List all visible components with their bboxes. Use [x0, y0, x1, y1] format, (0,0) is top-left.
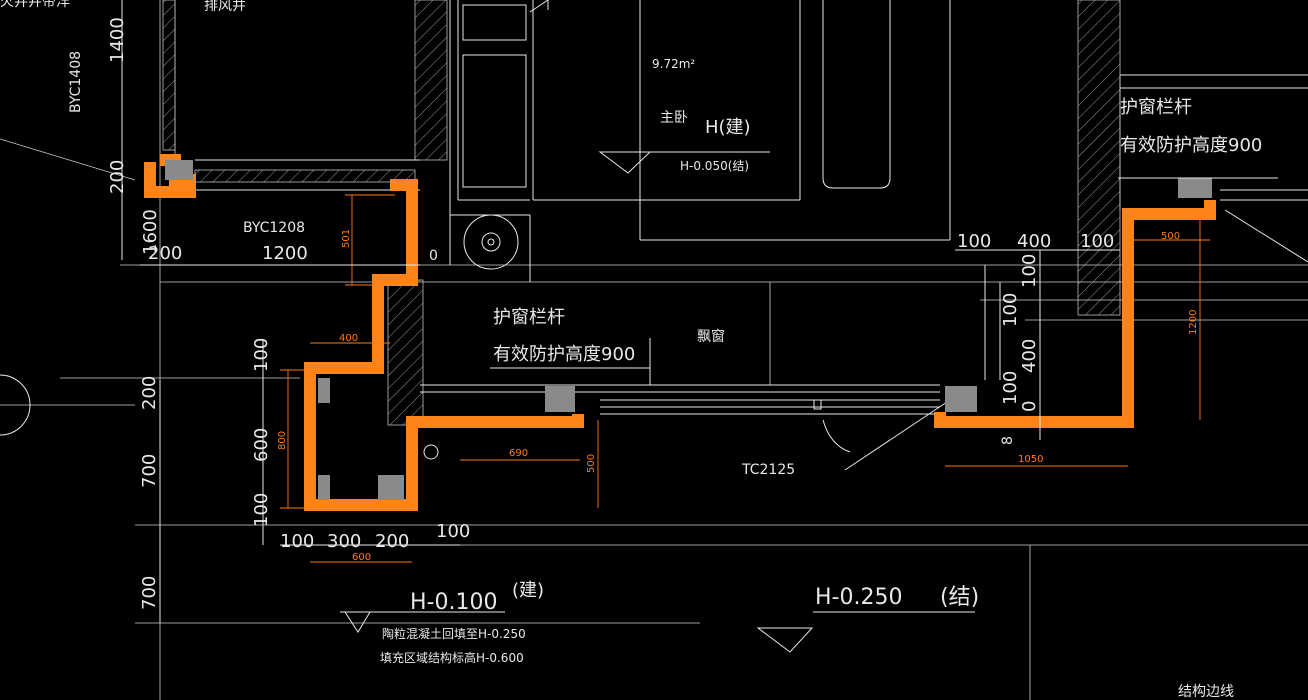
odim-500b: 500 [1161, 231, 1180, 242]
orange-dimension-numbers: 501 400 800 690 500 600 500 1200 1050 [277, 229, 1199, 563]
top-left-fragment-label: 火井井帝洋 [0, 0, 70, 10]
dim-rcol-100c: 100 [1000, 371, 1021, 405]
odim-501: 501 [341, 229, 352, 248]
dimension-numbers: 1400 200 1600 200 700 700 200 1200 0 100… [107, 17, 1114, 610]
window-lines [195, 159, 1308, 471]
odim-500a: 500 [586, 454, 597, 473]
dim-bottom-100b: 100 [436, 521, 470, 542]
fill-note-1: 陶粒混凝土回填至H-0.250 [382, 626, 526, 641]
room-name-label: 主卧 [660, 110, 688, 126]
guardrail-right-line2: 有效防护高度900 [1120, 135, 1262, 156]
level-h-0100: H-0.100 [410, 590, 497, 615]
dim-rtop-400: 400 [1017, 231, 1051, 252]
odim-400: 400 [339, 333, 358, 344]
window-code-byc1208: BYC1208 [243, 220, 305, 236]
dim-rcol-0: 0 [1019, 401, 1040, 412]
bay-window-label: 飘窗 [697, 328, 725, 345]
text-labels: 火井井帝洋 排风井 9.72m² 主卧 H(建) H-0.050(结) BYC1… [0, 0, 1262, 700]
orange-dimensions [280, 194, 1210, 563]
dim-bay-600: 600 [251, 428, 272, 462]
level-arch-tag: H(建) [705, 117, 751, 138]
dim-left-200: 200 [107, 160, 128, 194]
dim-bay-100b: 100 [251, 493, 272, 527]
dim-rcol-100a: 100 [1019, 254, 1040, 288]
dim-row-1200: 1200 [262, 243, 308, 264]
odim-600: 600 [352, 552, 371, 563]
odim-1200: 1200 [1188, 310, 1199, 335]
dim-bay-100a: 100 [251, 338, 272, 372]
dim-row-200: 200 [148, 243, 182, 264]
dim-rcol-100b: 100 [1000, 293, 1021, 327]
guardrail-left-line2: 有效防护高度900 [493, 344, 635, 365]
window-code-byc1408: BYC1408 [68, 51, 84, 113]
dim-bl-700a: 700 [139, 454, 160, 488]
wall-outline-highlight [144, 154, 1216, 511]
room-area-label: 9.72m² [652, 57, 695, 71]
level-h-0250: H-0.250 [815, 585, 902, 610]
dim-left-1600: 1600 [140, 209, 161, 255]
dim-rtop-100b: 100 [1080, 231, 1114, 252]
column-blocks [165, 160, 1212, 500]
guardrail-right-line1: 护窗栏杆 [1120, 97, 1192, 118]
dim-left-1400: 1400 [107, 17, 128, 63]
level-h-0250-suffix: (结) [940, 585, 979, 610]
level-h-0100-suffix: (建) [512, 580, 544, 601]
leader-lines [0, 177, 1278, 653]
white-dimension-chains [121, 0, 1120, 623]
dim-small-0: 0 [429, 248, 438, 264]
window-code-tc2125: TC2125 [741, 462, 795, 478]
odim-1050: 1050 [1018, 454, 1043, 465]
struct-edge-label: 结构边线 [1178, 684, 1234, 700]
odim-690: 690 [509, 448, 528, 459]
dim-rcol-8: 8 [1000, 436, 1016, 445]
level-struct-tag: H-0.050(结) [680, 159, 749, 173]
odim-800: 800 [277, 431, 288, 450]
dim-bottom-300: 300 [327, 531, 361, 552]
guardrail-left-line1: 护窗栏杆 [493, 307, 565, 328]
dim-bottom-100a: 100 [280, 531, 314, 552]
fill-note-2: 填充区域结构标高H-0.600 [380, 650, 524, 665]
dim-rtop-100a: 100 [957, 231, 991, 252]
dim-rcol-400: 400 [1019, 339, 1040, 373]
hatched-walls [162, 0, 1121, 426]
dim-bl-700b: 700 [139, 576, 160, 610]
exhaust-shaft-label: 排风井 [204, 0, 246, 14]
dim-bottom-200: 200 [375, 531, 409, 552]
dim-bl-200: 200 [139, 376, 160, 410]
